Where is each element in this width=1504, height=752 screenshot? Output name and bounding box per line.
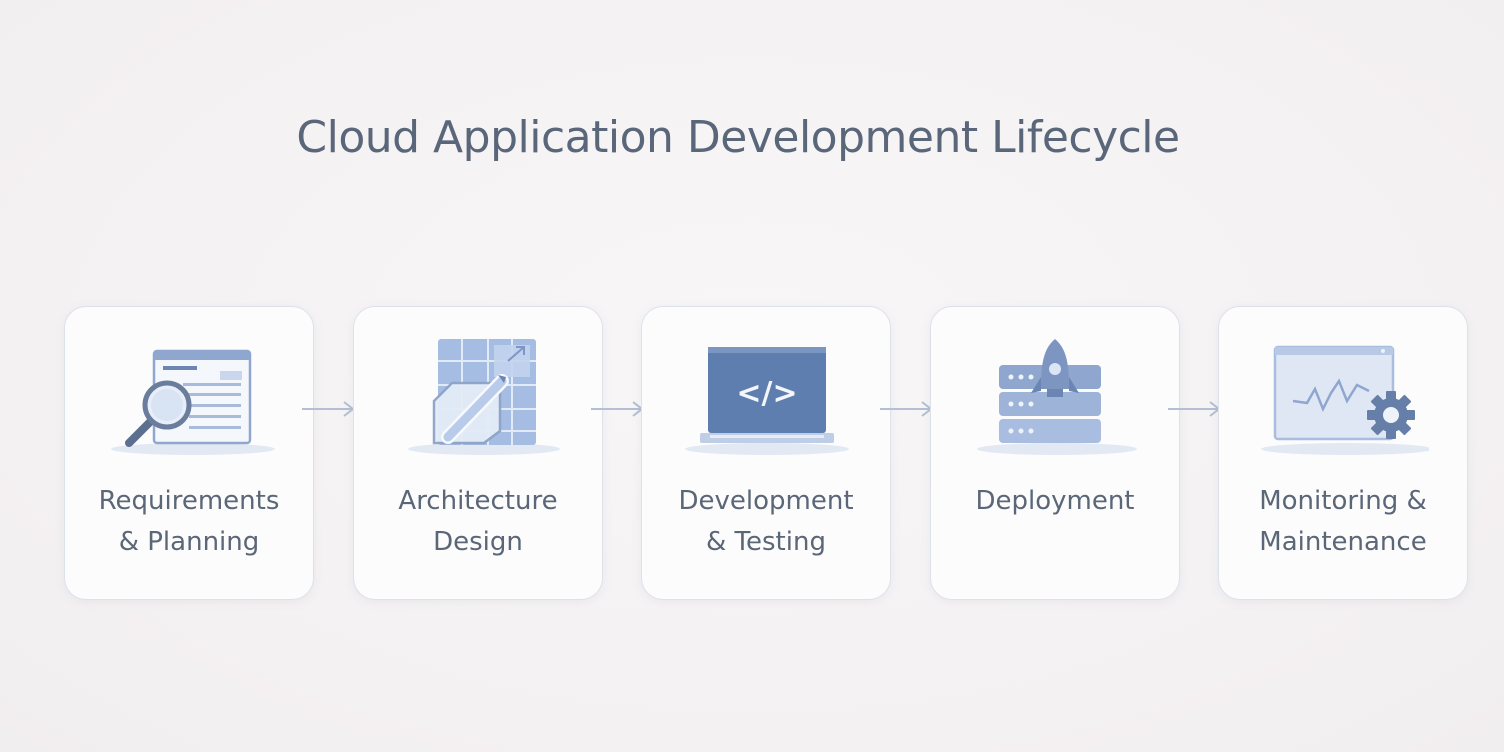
laptop-code-icon: </> [682, 331, 852, 481]
step-card-development: </> Development & Testing [641, 306, 891, 600]
flow-arrow-2 [589, 396, 647, 422]
step-card-monitoring: Monitoring & Maintenance [1218, 306, 1468, 600]
flow-arrow-4 [1166, 396, 1224, 422]
step-card-deployment: Deployment [930, 306, 1180, 600]
server-rocket-icon [971, 331, 1141, 481]
step-label-line2: Maintenance [1259, 527, 1427, 557]
step-label: Monitoring & Maintenance [1219, 481, 1467, 563]
step-label-line2: & Testing [706, 527, 826, 557]
diagram-title: Cloud Application Development Lifecycle [296, 112, 1180, 163]
monitor-gear-icon [1259, 331, 1429, 481]
step-label-line1: Architecture [398, 486, 558, 516]
step-label-line1: Deployment [975, 486, 1135, 516]
step-label: Requirements & Planning [65, 481, 313, 563]
step-label: Development & Testing [642, 481, 890, 563]
step-card-architecture: Architecture Design [353, 306, 603, 600]
step-label-line1: Monitoring & [1259, 486, 1427, 516]
step-label-line2: Design [433, 527, 523, 557]
document-magnifier-icon [105, 331, 275, 481]
flow-arrow-1 [300, 396, 358, 422]
step-label-line1: Requirements [98, 486, 280, 516]
step-label: Deployment [931, 481, 1179, 522]
step-label-line1: Development [678, 486, 854, 516]
blueprint-pencil-icon [394, 331, 564, 481]
svg-text:</>: </> [736, 376, 797, 411]
step-label-line2: & Planning [118, 527, 260, 557]
step-card-requirements: Requirements & Planning [64, 306, 314, 600]
step-label: Architecture Design [354, 481, 602, 563]
flow-arrow-3 [878, 396, 936, 422]
